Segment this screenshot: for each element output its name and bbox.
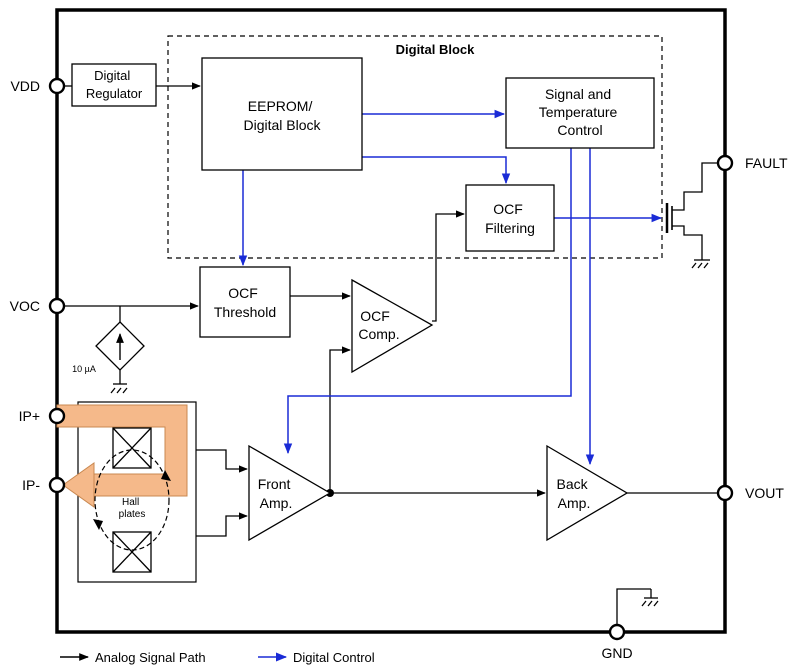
front-amplifier [248, 444, 332, 542]
current-source-label: 10 µA [72, 364, 96, 374]
digital-block-region [167, 35, 663, 259]
current-direction-arrow [62, 462, 95, 508]
signal-temperature-control-block [505, 77, 655, 149]
pin-gnd-label: GND [601, 645, 632, 661]
pin-voc: VOC [10, 297, 66, 315]
signal-temperature-control-label: Signal and Temperature Control [539, 86, 621, 138]
pin-fault-label: FAULT [745, 155, 788, 171]
pin-voc-label: VOC [10, 298, 40, 314]
magnetic-field-loop [94, 449, 170, 551]
ocf-comparator-label: OCF Comp. [358, 308, 399, 342]
legend: Analog Signal Path Digital Control [60, 650, 375, 665]
back-amplifier [546, 444, 629, 542]
ocf-threshold-block [199, 266, 291, 338]
eeprom-block [201, 57, 363, 171]
legend-analog-label: Analog Signal Path [95, 650, 206, 665]
pin-vout: VOUT [716, 484, 784, 502]
ocf-comparator [351, 278, 434, 374]
pin-vout-label: VOUT [745, 485, 784, 501]
chip-outline [55, 8, 727, 634]
analog-wires [57, 82, 725, 632]
front-amplifier-label: Front Amp. [258, 476, 295, 511]
pin-fault: FAULT [716, 154, 788, 172]
pin-ip-minus: IP- [22, 476, 66, 494]
ocf-filtering-label: OCF Filtering [485, 201, 535, 236]
digital-control-wires [238, 109, 663, 466]
pin-gnd: GND [601, 623, 633, 661]
pin-vdd-label: VDD [10, 78, 40, 94]
pin-ip-plus: IP+ [19, 407, 66, 425]
ocf-threshold-label: OCF Threshold [214, 285, 276, 320]
digital-block-title: Digital Block [396, 42, 476, 57]
ocf-filtering-block [465, 184, 555, 252]
digital-regulator-block [71, 63, 157, 107]
pin-vdd: VDD [10, 77, 66, 95]
digital-regulator-label: Digital Regulator [86, 68, 143, 101]
pin-ip-minus-label: IP- [22, 477, 40, 493]
back-amplifier-label: Back Amp. [556, 476, 591, 511]
pin-ip-plus-label: IP+ [19, 408, 40, 424]
legend-digital-label: Digital Control [293, 650, 375, 665]
hall-plates-label: Hall plates [119, 497, 146, 520]
fault-transistor [665, 162, 725, 269]
eeprom-label: EEPROM/ Digital Block [243, 98, 321, 133]
